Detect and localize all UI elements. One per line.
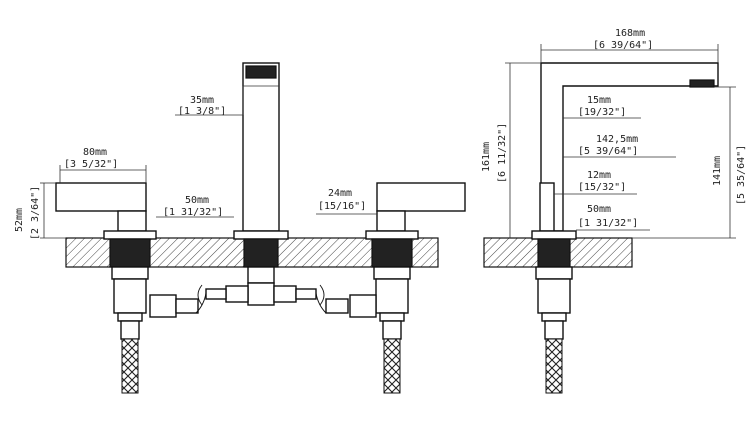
front-spout bbox=[233, 62, 289, 284]
dim-base-diameter-side: 50mm [1 31/32"] bbox=[576, 204, 650, 231]
dim-spout-height-inch: [5 35/64"] bbox=[736, 145, 747, 205]
dim-handle-length: 80mm [3 5/32"] bbox=[59, 147, 147, 183]
dim-spout-thickness-mm: 15mm bbox=[587, 95, 611, 106]
dim-spout-height-mm: 141mm bbox=[712, 156, 723, 186]
front-connection-tee bbox=[149, 282, 377, 318]
dim-base-diameter-front-mm: 50mm bbox=[185, 195, 209, 206]
dim-spout-width-inch: [1 3/8"] bbox=[178, 106, 226, 117]
dim-spout-offset-mm: 142,5mm bbox=[596, 134, 638, 145]
dim-total-height-inch: [6 11/32"] bbox=[497, 123, 508, 183]
dim-base-diameter-side-inch: [1 31/32"] bbox=[578, 218, 638, 229]
dim-handle-height: 52mm [2 3/64"] bbox=[14, 182, 66, 240]
dim-spout-width: 35mm [1 3/8"] bbox=[175, 85, 279, 117]
front-right-handle bbox=[365, 182, 466, 394]
front-view: 35mm [1 3/8"] 80mm [3 5/32"] 52mm [2 3/6… bbox=[14, 62, 466, 394]
dim-handle-height-inch: [2 3/64"] bbox=[30, 186, 41, 240]
dim-total-height: 161mm [6 11/32"] bbox=[481, 62, 541, 238]
dim-handle-length-mm: 80mm bbox=[83, 147, 107, 158]
dim-base-diameter-side-mm: 50mm bbox=[587, 204, 611, 215]
side-view: 168mm [6 39/64"] 161mm [6 11/32"] 141mm … bbox=[481, 28, 747, 394]
dim-spout-thickness: 15mm [19/32"] bbox=[563, 95, 641, 119]
dim-spout-width-mm: 35mm bbox=[190, 95, 214, 106]
dim-handle-length-inch: [3 5/32"] bbox=[64, 159, 118, 170]
dim-spout-offset: 142,5mm [5 39/64"] bbox=[563, 134, 676, 158]
dim-handle-height-mm: 52mm bbox=[14, 208, 25, 232]
front-left-handle bbox=[55, 182, 157, 394]
dim-spout-height: 141mm [5 35/64"] bbox=[632, 86, 747, 239]
dim-spout-thickness-inch: [19/32"] bbox=[578, 107, 626, 118]
dim-base-diameter-front-inch: [1 31/32"] bbox=[163, 207, 223, 218]
dim-stem-width: 12mm [15/32"] bbox=[554, 170, 637, 195]
dim-stem-width-mm: 12mm bbox=[587, 170, 611, 181]
dim-handle-width-mm: 24mm bbox=[328, 188, 352, 199]
dim-spout-reach: 168mm [6 39/64"] bbox=[540, 28, 719, 63]
dim-spout-offset-inch: [5 39/64"] bbox=[578, 146, 638, 157]
dim-base-diameter-front: 50mm [1 31/32"] bbox=[156, 195, 234, 218]
dim-spout-reach-mm: 168mm bbox=[615, 28, 645, 39]
dim-spout-reach-inch: [6 39/64"] bbox=[593, 40, 653, 51]
dim-handle-width-inch: [15/16"] bbox=[318, 201, 366, 212]
dim-total-height-mm: 161mm bbox=[481, 142, 492, 172]
dim-stem-width-inch: [15/32"] bbox=[578, 182, 626, 193]
dim-handle-width: 24mm [15/16"] bbox=[316, 188, 377, 215]
